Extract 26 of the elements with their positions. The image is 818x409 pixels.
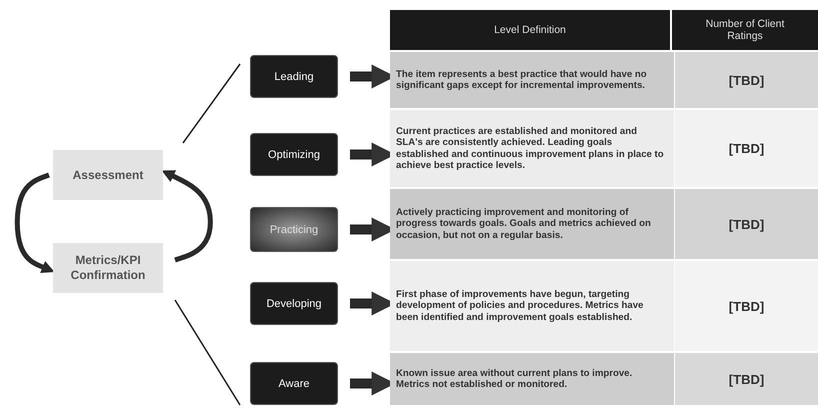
level-definition: Known issue area without current plans to improve. Metrics not established or monitored. [396, 366, 634, 392]
level-box: Aware [250, 362, 338, 405]
curved-arrow [14, 172, 55, 273]
table-row [390, 353, 818, 405]
rating-value: [TBD] [674, 261, 818, 351]
level-box: Developing [250, 282, 338, 325]
column-header: Number of Client Ratings [672, 10, 818, 50]
level-definition: Current practices are established and monitored and SLA's are consistently achieved. Leading goals established and continuous improvement plans in place to achieve best practice levels. [396, 124, 665, 173]
curved-arrow [162, 170, 213, 262]
level-box: Leading [250, 55, 338, 98]
rating-value: [TBD] [674, 52, 818, 108]
table-row [390, 110, 818, 187]
rating-value: [TBD] [674, 353, 818, 405]
level-definition: First phase of improvements have begun, targeting development of policies and procedures. Metrics have been identified and improvement goals established. [396, 288, 644, 325]
table-row [390, 52, 818, 108]
level-definition: Actively practicing improvement and monitoring of progress towards goals. Goals and metrics achieved on occasion, but not on a regular basis. [396, 206, 652, 243]
level-box: Practicing [250, 207, 338, 252]
process-box: Metrics/KPI Confirmation [53, 243, 163, 293]
rating-value: [TBD] [674, 189, 818, 259]
rating-value: [TBD] [674, 110, 818, 187]
table-row [390, 261, 818, 351]
process-box: Assessment [53, 150, 163, 200]
level-definition: The item represents a best practice that would have no significant gaps except for incremental improvements. [396, 68, 648, 93]
table-row [390, 189, 818, 259]
level-box: Optimizing [250, 133, 338, 176]
column-header: Level Definition [390, 10, 670, 50]
